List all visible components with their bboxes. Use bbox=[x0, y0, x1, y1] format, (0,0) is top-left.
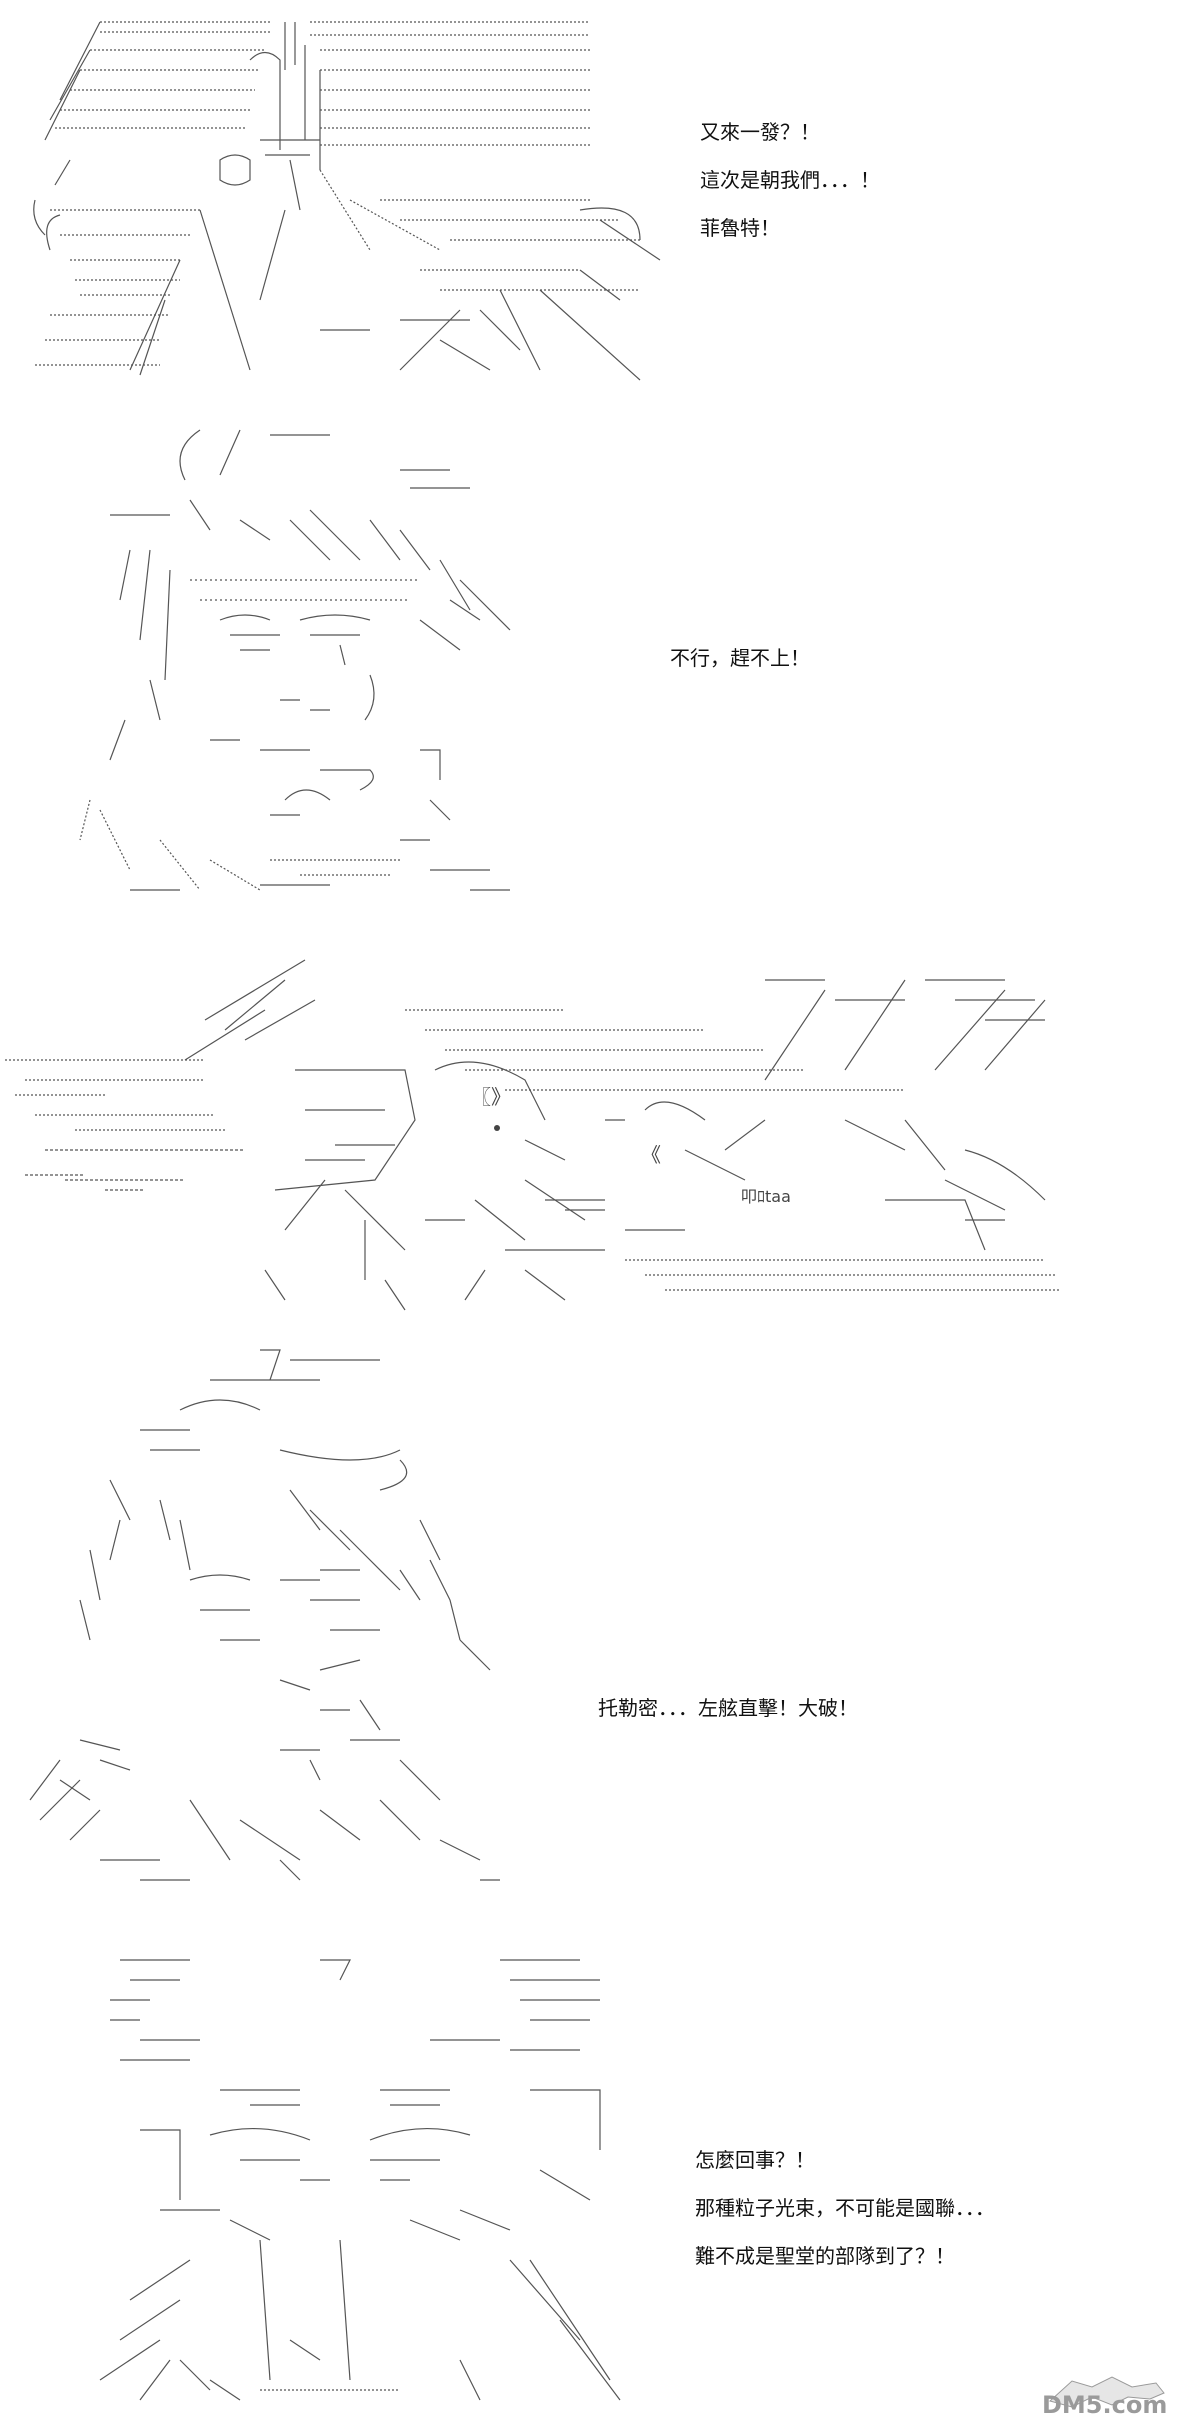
dialogue-panel-2: 不行，趕不上！ bbox=[670, 634, 810, 682]
dialogue-line: 托勒密．．．左舷直擊！大破！ bbox=[598, 1696, 858, 1720]
dialogue-line: 又來一發？！ bbox=[700, 120, 820, 144]
watermark-text: DM5.com bbox=[1042, 2391, 1167, 2419]
character-body-lines bbox=[79, 749, 510, 891]
dialogue-line: 那種粒子光束，不可能是國聯．．． bbox=[695, 2196, 995, 2220]
impact-glyph-b: 《 bbox=[641, 1143, 661, 1167]
face-lines bbox=[140, 2089, 601, 2201]
panel-5: 怎麼回事？！ 那種粒子光束，不可能是國聯．．． 難不成是聖堂的部隊到了？！ DM… bbox=[0, 1940, 1200, 2427]
ascii-art-ship-structure bbox=[20, 10, 670, 385]
character-hair-lines bbox=[79, 1349, 491, 1671]
dialogue-line: 難不成是聖堂的部隊到了？！ bbox=[695, 2244, 955, 2268]
dialogue-line: 不行，趕不上！ bbox=[670, 646, 810, 670]
ship-hull-lines bbox=[33, 21, 661, 381]
impact-glyph-a: 〖》 bbox=[471, 1085, 511, 1109]
panel-3: 〖》 《 叩ﾛtaa bbox=[0, 920, 1200, 1320]
dialogue-panel-5: 怎麼回事？！ 那種粒子光束，不可能是國聯．．． 難不成是聖堂的部隊到了？！ bbox=[695, 2136, 995, 2280]
hair-lines bbox=[110, 1959, 600, 2061]
hands-body-lines bbox=[99, 2209, 621, 2401]
panel-1: 又來一發？！ 這次是朝我們．．．！ 菲魯特！ bbox=[0, 0, 1200, 390]
dialogue-panel-1: 又來一發？！ 這次是朝我們．．．！ 菲魯特！ bbox=[700, 108, 880, 252]
explosion-glyphs: 〖》 《 叩ﾛtaa bbox=[471, 1085, 791, 1206]
panel-2: 不行，趕不上！ bbox=[0, 420, 1200, 900]
dialogue-line: 怎麼回事？！ bbox=[695, 2148, 815, 2172]
character-body-lines bbox=[29, 1739, 500, 1881]
ascii-art-commander bbox=[80, 1940, 640, 2410]
dialogue-line: 菲魯特！ bbox=[700, 216, 780, 240]
panel-4: 托勒密．．．左舷直擊！大破！ bbox=[0, 1340, 1200, 1900]
dialogue-panel-4: 托勒密．．．左舷直擊！大破！ bbox=[598, 1684, 858, 1732]
character-face-lines bbox=[210, 614, 375, 816]
ascii-art-beam-impact: 〖》 《 叩ﾛtaa bbox=[5, 920, 1065, 1320]
character-face-lines bbox=[189, 1569, 400, 1781]
sfx-glyph: 叩ﾛtaa bbox=[741, 1187, 791, 1206]
dialogue-line: 這次是朝我們．．．！ bbox=[700, 168, 880, 192]
dm5-watermark-logo: DM5.com bbox=[1032, 2371, 1182, 2419]
beam-streaks bbox=[5, 959, 1060, 1291]
ship-silhouette bbox=[264, 1061, 1046, 1311]
character-hair-lines bbox=[109, 429, 511, 761]
ascii-art-character-2 bbox=[20, 1340, 580, 1900]
ascii-art-character-1 bbox=[70, 420, 590, 900]
